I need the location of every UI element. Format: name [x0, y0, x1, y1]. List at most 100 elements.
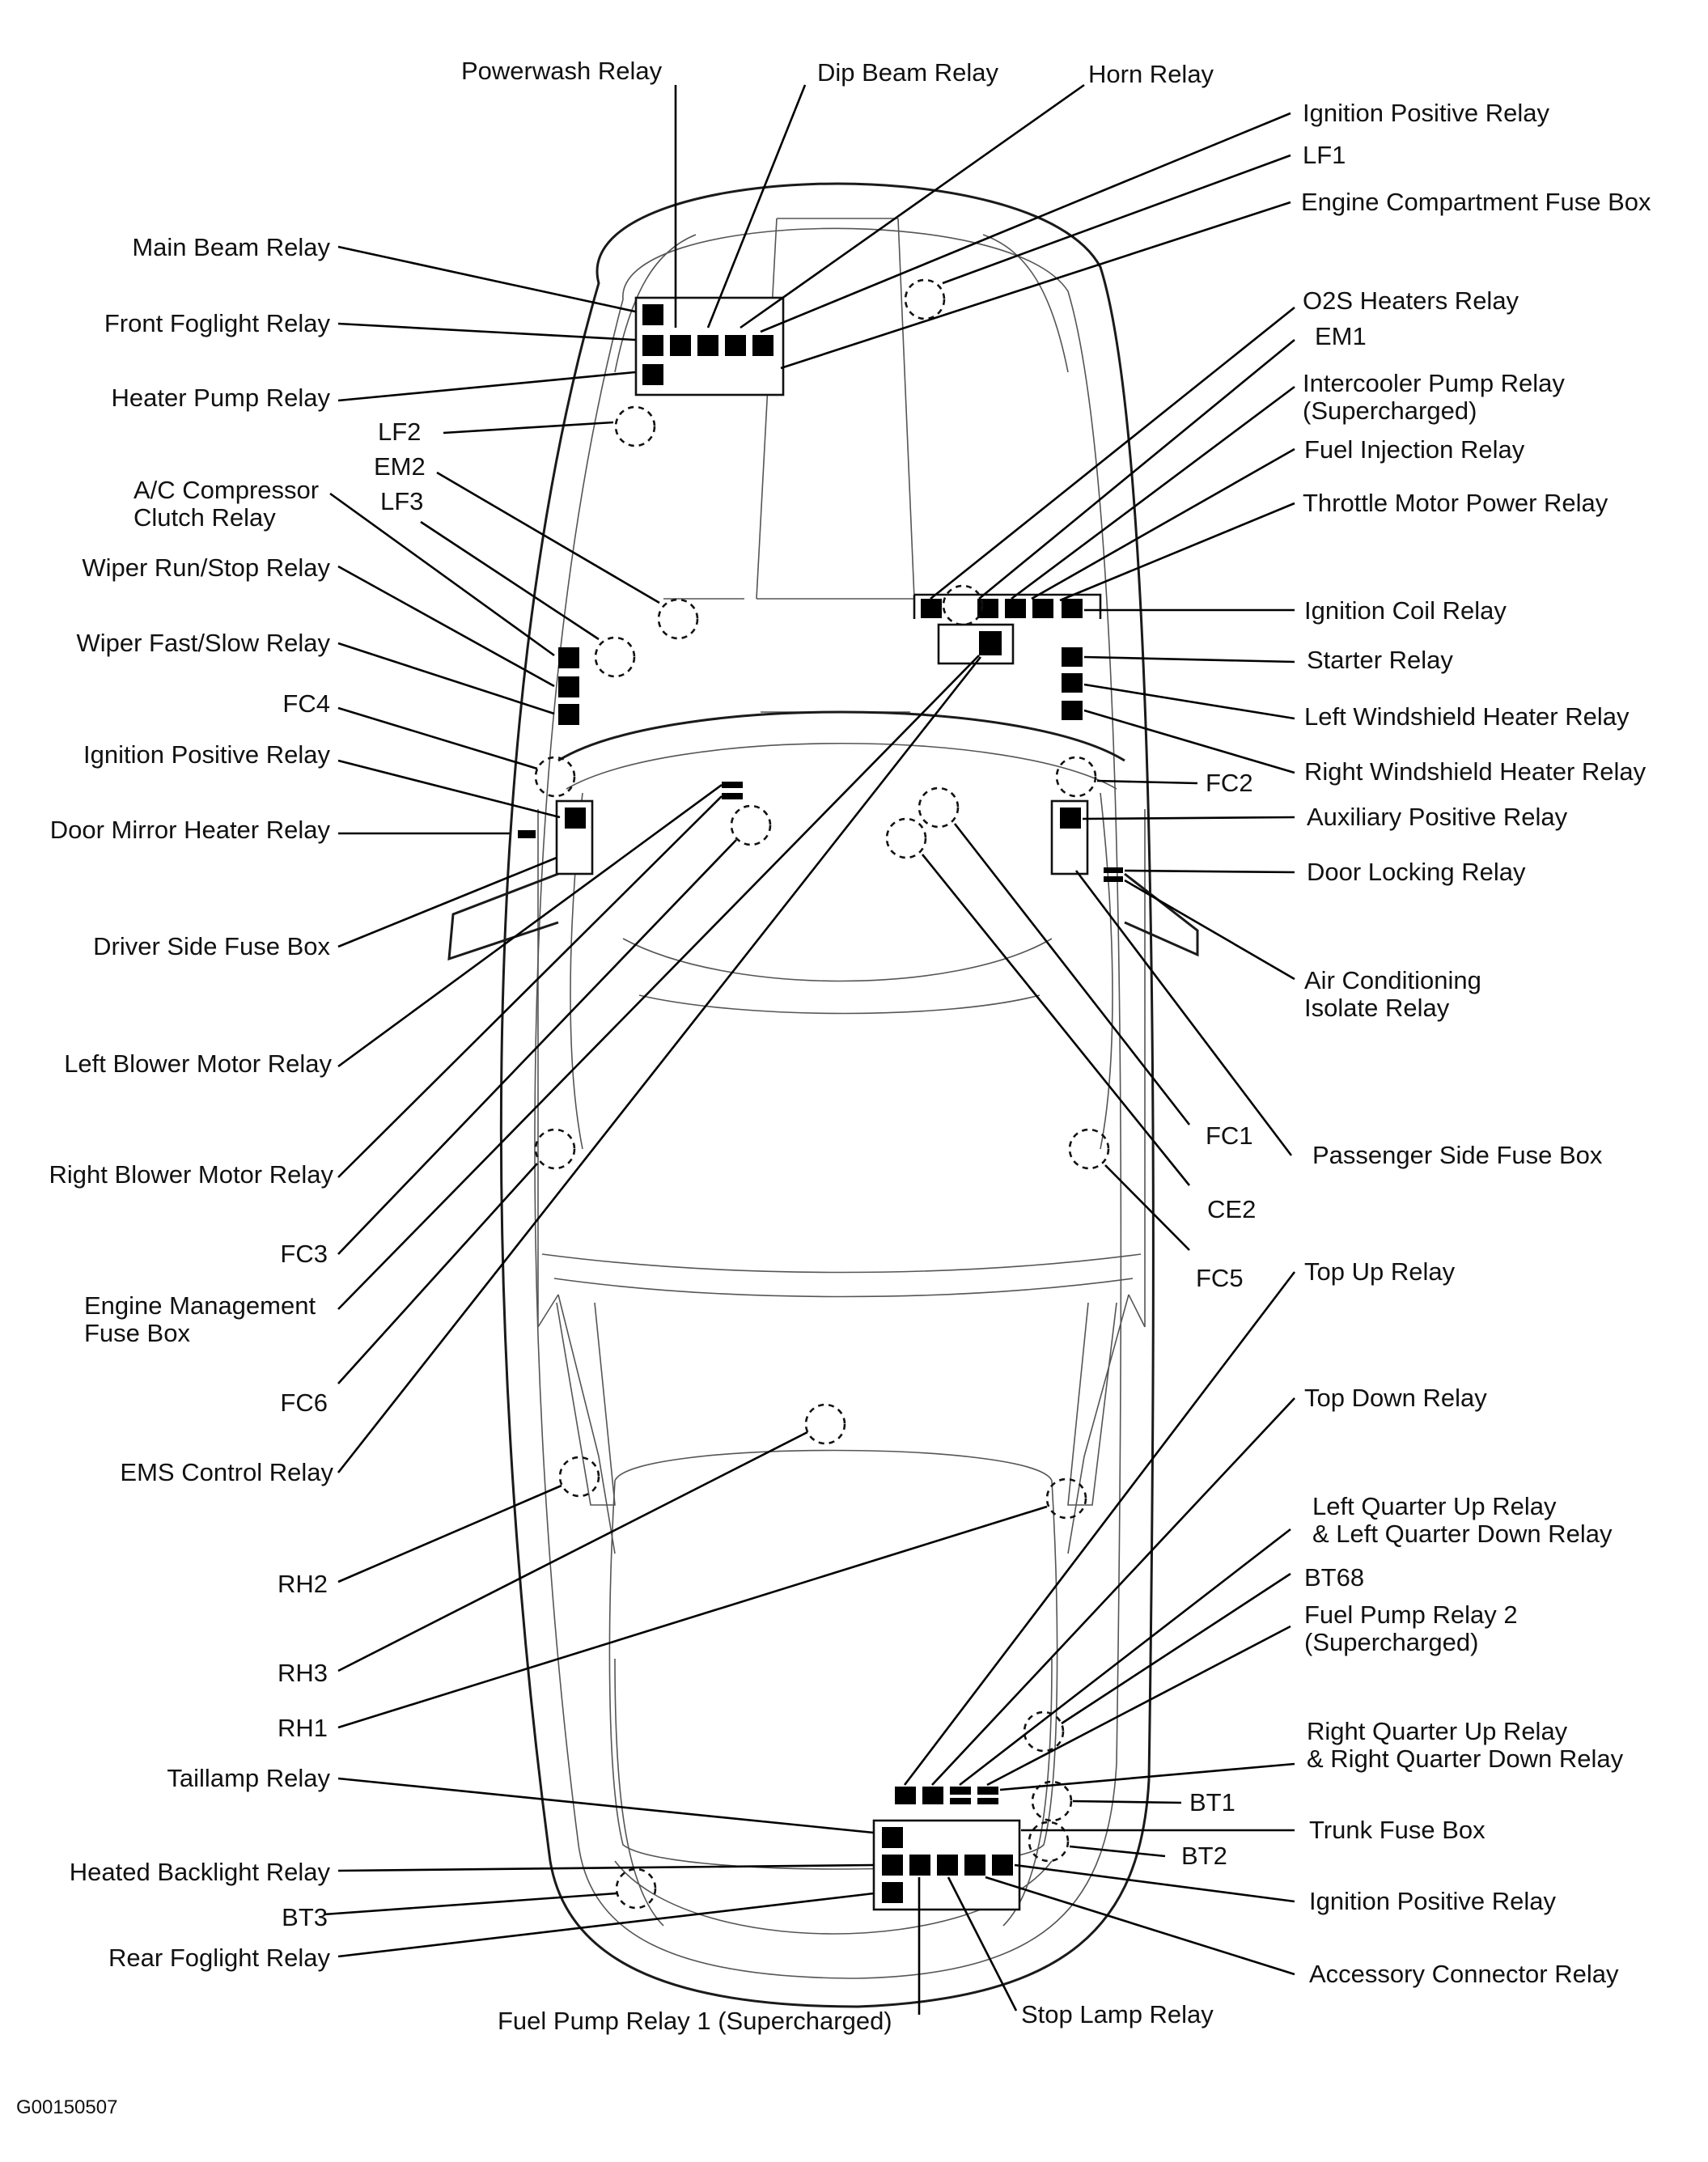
label-trunk-fuse-box: Trunk Fuse Box	[1309, 1816, 1485, 1844]
label-fuel-pump-relay-1: Fuel Pump Relay 1 (Supercharged)	[498, 2007, 892, 2035]
em1-location	[942, 584, 984, 626]
label-taillamp-relay: Taillamp Relay	[167, 1764, 330, 1792]
label-intercooler-line1: Intercooler Pump Relay	[1303, 369, 1565, 397]
air-conditioning-isolate-relay-block	[1104, 876, 1123, 882]
label-accessory-connector-relay: Accessory Connector Relay	[1309, 1960, 1619, 1988]
label-right-quarter-line1: Right Quarter Up Relay	[1307, 1717, 1568, 1745]
right-windshield-heater-relay-block	[1062, 701, 1083, 720]
label-stop-lamp-relay: Stop Lamp Relay	[1021, 2000, 1214, 2028]
right-quarter-down-relay-block	[977, 1798, 998, 1804]
label-powerwash-relay: Powerwash Relay	[461, 57, 663, 85]
label-fc5: FC5	[1196, 1264, 1244, 1292]
left-blower-motor-relay-block	[722, 782, 743, 788]
door-locking-relay-block	[1104, 867, 1123, 873]
bt3-location	[615, 1867, 657, 1910]
label-top-down-relay: Top Down Relay	[1304, 1384, 1487, 1412]
leader-lines	[323, 83, 1296, 2015]
label-intercooler-line2: (Supercharged)	[1303, 396, 1477, 425]
label-top-up-relay: Top Up Relay	[1304, 1257, 1456, 1286]
label-engine-management-line1: Engine Management	[84, 1291, 316, 1320]
lf1-location	[904, 278, 946, 320]
label-left-windshield-heater-relay: Left Windshield Heater Relay	[1304, 702, 1630, 731]
heated-backlight-relay-block	[882, 1855, 903, 1876]
starter-relay-block	[1062, 647, 1083, 667]
label-throttle-motor-power-relay: Throttle Motor Power Relay	[1303, 489, 1608, 517]
horn-relay-block	[725, 335, 746, 356]
ce2-location	[885, 817, 927, 859]
label-ignition-coil-relay: Ignition Coil Relay	[1304, 596, 1507, 625]
top-up-relay-block	[895, 1787, 916, 1804]
label-right-windshield-heater-relay: Right Windshield Heater Relay	[1304, 757, 1647, 786]
label-rh3: RH3	[278, 1659, 328, 1687]
label-lf3: LF3	[380, 487, 423, 515]
label-lf2: LF2	[378, 418, 421, 446]
door-mirror-heater-relay-block	[518, 830, 536, 838]
engine-management-fuse-box	[913, 593, 1102, 720]
right-blower-motor-relay-block	[722, 793, 743, 799]
label-rh2: RH2	[278, 1570, 328, 1598]
fc6-location	[534, 1128, 576, 1170]
label-door-mirror-heater-relay: Door Mirror Heater Relay	[50, 816, 331, 844]
label-auxiliary-positive-relay: Auxiliary Positive Relay	[1307, 803, 1568, 831]
label-starter-relay: Starter Relay	[1307, 646, 1453, 674]
lf2-location	[614, 405, 656, 447]
callout-labels: Powerwash Relay Dip Beam Relay Horn Rela…	[16, 57, 1651, 2118]
left-windshield-heater-relay-block	[1062, 673, 1083, 693]
label-driver-side-fuse-box: Driver Side Fuse Box	[93, 932, 330, 960]
label-passenger-side-fuse-box: Passenger Side Fuse Box	[1312, 1141, 1603, 1169]
fc3-location	[730, 804, 772, 846]
heater-pump-relay-block	[642, 364, 663, 385]
label-ems-control-relay: EMS Control Relay	[120, 1458, 333, 1486]
rh1-location	[1045, 1477, 1087, 1520]
bt2-location	[1028, 1821, 1070, 1863]
label-bt68: BT68	[1304, 1563, 1364, 1592]
label-ce2: CE2	[1207, 1195, 1256, 1223]
wiper-relay-group	[558, 647, 579, 725]
ems-control-relay-block	[979, 631, 1002, 655]
label-ac-compressor-line1: A/C Compressor	[134, 476, 319, 504]
wiper-fast-slow-relay-block	[558, 704, 579, 725]
label-wiper-run-stop-relay: Wiper Run/Stop Relay	[82, 553, 330, 582]
label-o2s-heaters-relay: O2S Heaters Relay	[1303, 286, 1519, 315]
taillamp-relay-block	[882, 1827, 903, 1848]
main-beam-relay-block	[642, 304, 663, 325]
label-fc4: FC4	[282, 689, 330, 718]
label-left-quarter-line1: Left Quarter Up Relay	[1312, 1492, 1557, 1520]
engine-compartment-fuse-box	[634, 296, 785, 396]
label-horn-relay: Horn Relay	[1088, 60, 1214, 88]
fuel-pump-relay-1-block	[909, 1855, 930, 1876]
ignition-positive-relay-block	[752, 335, 773, 356]
fc1-location	[918, 786, 960, 829]
accessory-connector-relay-block	[964, 1855, 985, 1876]
label-fc3: FC3	[280, 1240, 328, 1268]
fc2-location	[1055, 756, 1097, 798]
label-heater-pump-relay: Heater Pump Relay	[111, 384, 330, 412]
label-air-conditioning-line2: Isolate Relay	[1304, 994, 1450, 1022]
label-fc1: FC1	[1206, 1121, 1253, 1150]
label-bt2: BT2	[1181, 1842, 1227, 1870]
label-rear-foglight-relay: Rear Foglight Relay	[108, 1944, 330, 1972]
fuel-pump-relay-2-block	[950, 1798, 971, 1804]
lf3-location	[594, 636, 636, 678]
label-right-quarter-line2: & Right Quarter Down Relay	[1307, 1744, 1624, 1773]
label-fuel-pump-relay-2-line1: Fuel Pump Relay 2	[1304, 1600, 1518, 1629]
ignition-coil-relay-block	[1062, 599, 1083, 618]
trunk-fuse-box	[872, 1787, 1021, 1911]
fuel-injection-relay-block	[977, 599, 998, 618]
auxiliary-positive-relay-block	[1060, 808, 1081, 829]
fc4-location	[534, 756, 576, 798]
label-lf1: LF1	[1303, 141, 1346, 169]
connector-locations	[534, 278, 1110, 1910]
label-wiper-fast-slow-relay: Wiper Fast/Slow Relay	[76, 629, 330, 657]
label-dip-beam-relay: Dip Beam Relay	[817, 58, 998, 87]
stop-lamp-relay-block	[937, 1855, 958, 1876]
label-fuel-injection-relay: Fuel Injection Relay	[1304, 435, 1525, 464]
label-bt3: BT3	[282, 1903, 328, 1931]
label-front-foglight-relay: Front Foglight Relay	[104, 309, 331, 337]
passenger-side-fuse-box	[1050, 799, 1123, 882]
rear-foglight-relay-block	[882, 1882, 903, 1903]
label-engine-compartment-fuse-box: Engine Compartment Fuse Box	[1301, 188, 1651, 216]
label-rh1: RH1	[278, 1714, 328, 1742]
label-main-beam-relay: Main Beam Relay	[132, 233, 330, 261]
